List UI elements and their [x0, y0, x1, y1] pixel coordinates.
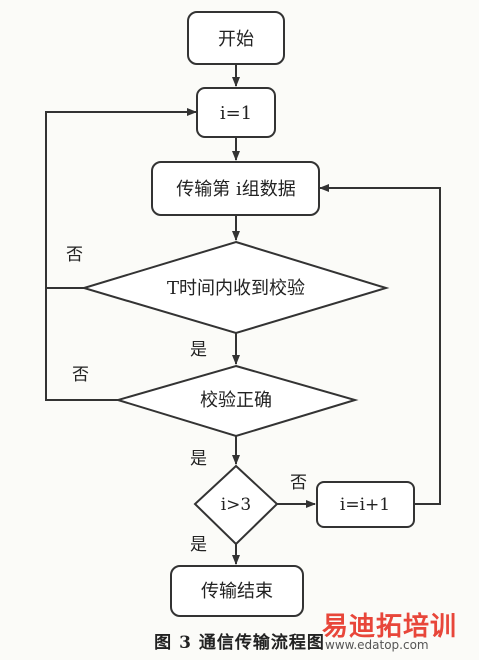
loop-increment-to-transfer [319, 184, 441, 505]
loop-no-receive-to-init [45, 108, 197, 289]
node-i-check-label: i>3 [221, 495, 252, 515]
node-receive-check-label: T时间内收到校验 [167, 278, 305, 299]
node-increment-label: i=i+1 [340, 495, 390, 515]
node-start: 开始 [187, 11, 285, 65]
node-i-check: i>3 [193, 464, 279, 546]
node-verify-ok: 校验正确 [114, 364, 359, 438]
node-end: 传输结束 [170, 565, 304, 617]
label-yes-receive: 是 [190, 340, 207, 360]
watermark-brand: 易迪拓培训 [322, 612, 458, 642]
label-yes-verify: 是 [190, 449, 207, 469]
loop-no-verify-to-init [45, 288, 118, 401]
label-no-verify: 否 [72, 365, 89, 385]
watermark-url: www.edatop.com [325, 638, 429, 652]
node-init-label: i=1 [220, 103, 252, 124]
node-init: i=1 [196, 87, 276, 138]
connectors [45, 64, 441, 565]
node-verify-ok-label: 校验正确 [200, 390, 272, 411]
node-end-label: 传输结束 [201, 581, 273, 602]
label-no-i: 否 [290, 473, 307, 493]
node-start-label: 开始 [218, 29, 254, 50]
figure-caption: 图 3 通信传输流程图 [154, 633, 325, 653]
node-increment: i=i+1 [316, 481, 415, 528]
node-transfer: 传输第 i组数据 [151, 161, 320, 216]
label-no-receive: 否 [66, 245, 83, 265]
label-yes-i: 是 [190, 535, 207, 555]
node-transfer-label: 传输第 i组数据 [176, 179, 295, 200]
node-receive-check: T时间内收到校验 [80, 240, 390, 335]
